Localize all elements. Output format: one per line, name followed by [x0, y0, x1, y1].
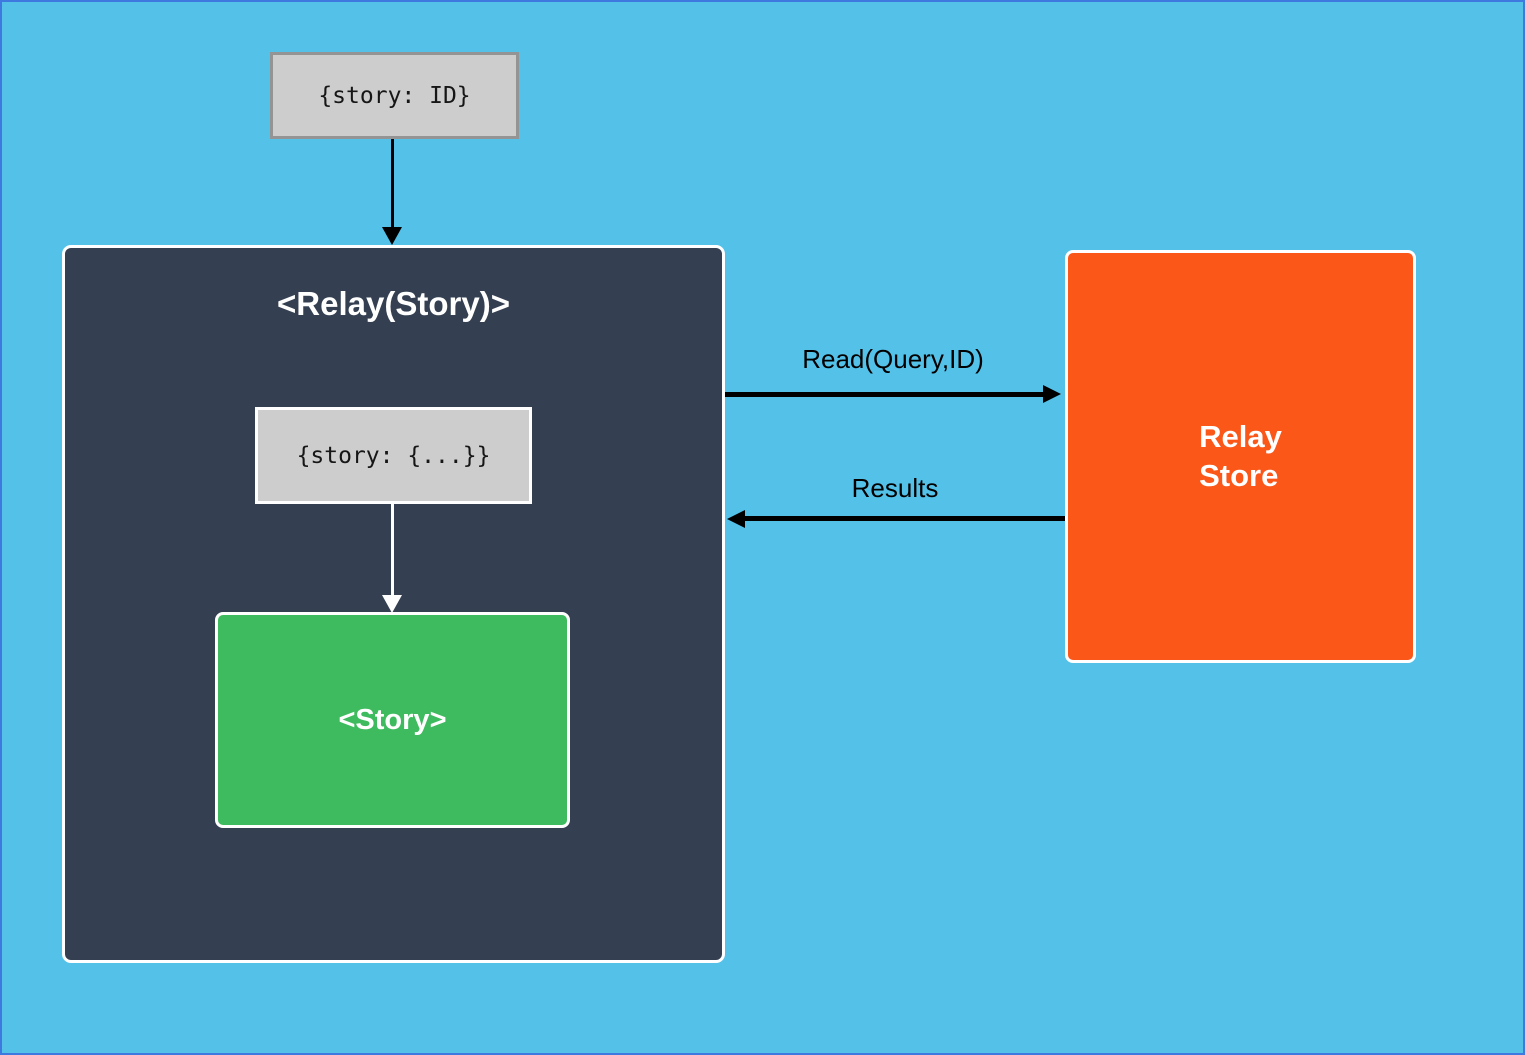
story-component-box: <Story>: [215, 612, 570, 828]
results-arrow-line: [745, 516, 1065, 521]
resolved-props-label: {story: {...}}: [296, 442, 491, 469]
read-edge-label: Read(Query,ID): [802, 344, 984, 374]
props-input-box: {story: ID}: [270, 52, 519, 139]
props-to-story-arrowhead-icon: [382, 595, 402, 613]
relay-store-box: Relay Store: [1065, 250, 1416, 663]
results-arrowhead-icon: [727, 510, 745, 528]
story-component-label: <Story>: [338, 703, 447, 736]
props-to-relay-arrowhead-icon: [382, 227, 402, 245]
props-to-relay-arrow-line: [391, 139, 394, 229]
relay-store-label: Relay Store: [1199, 418, 1282, 493]
resolved-props-box: {story: {...}}: [255, 407, 532, 504]
props-input-label: {story: ID}: [318, 82, 471, 109]
results-edge-label: Results: [851, 473, 939, 503]
read-arrow-line: [725, 392, 1044, 397]
relay-component-title: <Relay(Story)>: [277, 285, 510, 322]
read-arrowhead-icon: [1043, 385, 1061, 403]
props-to-story-arrow-line: [391, 504, 394, 597]
